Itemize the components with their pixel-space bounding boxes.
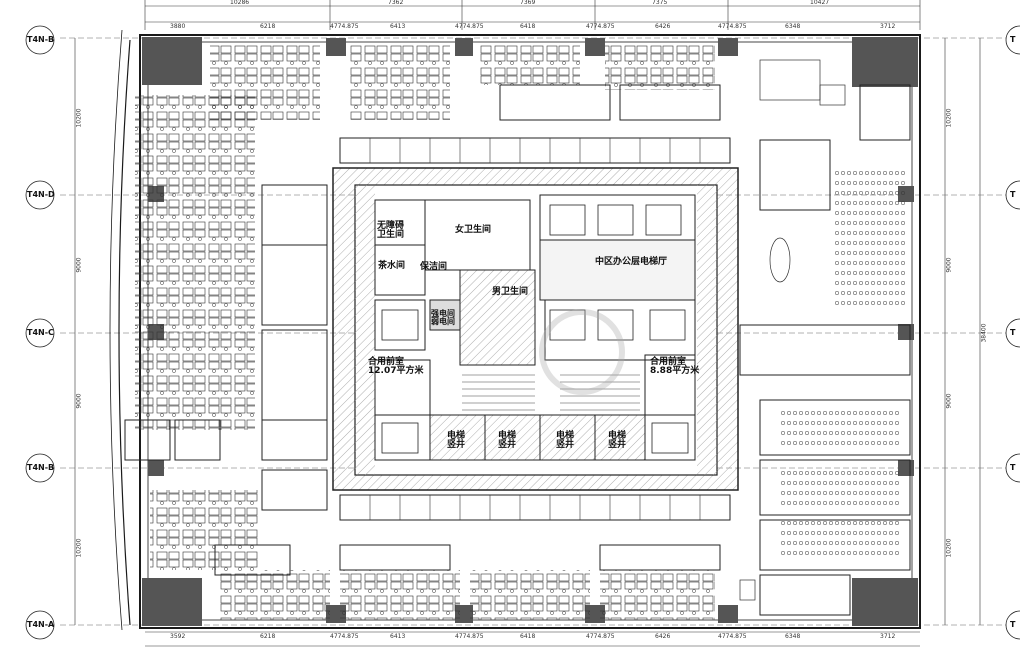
room-tea: 茶水间 (378, 261, 406, 271)
grid-label-right-3: T (1010, 328, 1016, 337)
room-strong-weak-power: 强电间 弱电间 (431, 309, 455, 326)
grid-label-b: T4N-B (27, 463, 55, 472)
dim-bottom-8: 6426 (655, 633, 671, 640)
workstation-areas (135, 45, 905, 620)
dim-side-r-2: 9000 (945, 257, 953, 273)
dim-side-3: 9000 (75, 393, 83, 409)
room-lobby-right: 合用前室 8.88平方米 (650, 357, 700, 376)
dim-side-4: 10200 (75, 538, 83, 558)
dim-bottom-2: 6218 (260, 633, 276, 640)
dim-sub-2: 6218 (260, 23, 276, 30)
grid-label-right-4: T (1010, 463, 1016, 472)
grid-label-c: T4N-C (27, 328, 54, 337)
dim-sub-8: 6426 (655, 23, 671, 30)
core (332, 167, 739, 491)
grid-label-right-2: T (1010, 190, 1016, 199)
shaft-2: 电梯 竖井 (498, 431, 517, 450)
dim-bottom-4: 6413 (390, 633, 406, 640)
dim-side-r-4: 10200 (945, 538, 953, 558)
dim-bottom-3: 4774.875 (330, 633, 359, 640)
dim-sub-6: 6418 (520, 23, 536, 30)
room-accessible-wc: 无障碍 卫生间 (377, 221, 405, 240)
dim-top-5: 10427 (810, 0, 830, 6)
dim-side-1: 10200 (75, 108, 83, 128)
dim-sub-3: 4774.875 (330, 23, 359, 30)
dim-side-2: 9000 (75, 257, 83, 273)
grid-label-right-5: T (1010, 620, 1016, 629)
shaft-3: 电梯 竖井 (556, 431, 575, 450)
dim-side-total: 38400 (980, 323, 988, 343)
grid-label-right-1: T (1010, 35, 1016, 44)
building-envelope (109, 29, 921, 631)
dim-top-1: 10286 (230, 0, 250, 6)
dim-bottom-11: 3712 (880, 633, 896, 640)
grid-bubbles (25, 25, 1020, 640)
dim-side-r-3: 9000 (945, 393, 953, 409)
top-dimension-lines (144, 0, 921, 647)
dim-side-r-1: 10200 (945, 108, 953, 128)
room-male-wc: 男卫生间 (492, 287, 529, 297)
dim-bottom-1: 3592 (170, 633, 186, 640)
interior-walls (124, 84, 911, 616)
dim-bottom-5: 4774.875 (455, 633, 484, 640)
dim-bottom-9: 4774.875 (718, 633, 747, 640)
room-female-wc: 女卫生间 (455, 225, 492, 235)
dim-bottom-10: 6348 (785, 633, 801, 640)
columns (142, 37, 918, 626)
grid-label-d: T4N-D (27, 190, 55, 199)
shaft-4: 电梯 竖井 (608, 431, 627, 450)
small-office-row-top (369, 138, 701, 520)
dim-sub-5: 4774.875 (455, 23, 484, 30)
watermark-logo (539, 309, 625, 395)
grid-label-b-top: T4N-B (27, 35, 55, 44)
furniture-misc (739, 59, 846, 601)
dim-sub-11: 3712 (880, 23, 896, 30)
room-lobby-left: 合用前室 12.07平方米 (368, 357, 424, 376)
room-cleaning: 保洁间 (420, 262, 448, 272)
room-elevator-hall: 中区办公层电梯厅 (595, 257, 668, 267)
dim-sub-1: 3880 (170, 23, 186, 30)
grid-label-a: T4N-A (27, 620, 55, 629)
dim-sub-4: 6413 (390, 23, 406, 30)
dim-sub-9: 4774.875 (718, 23, 747, 30)
dim-top-4: 7375 (652, 0, 668, 6)
dim-sub-7: 4774.875 (586, 23, 615, 30)
dim-sub-10: 6348 (785, 23, 801, 30)
dim-bottom-7: 4774.875 (586, 633, 615, 640)
dim-top-2: 7362 (388, 0, 404, 6)
dim-bottom-6: 6418 (520, 633, 536, 640)
side-dimension-lines (74, 38, 981, 625)
shaft-1: 电梯 竖井 (447, 431, 466, 450)
dim-top-3: 7369 (520, 0, 536, 6)
